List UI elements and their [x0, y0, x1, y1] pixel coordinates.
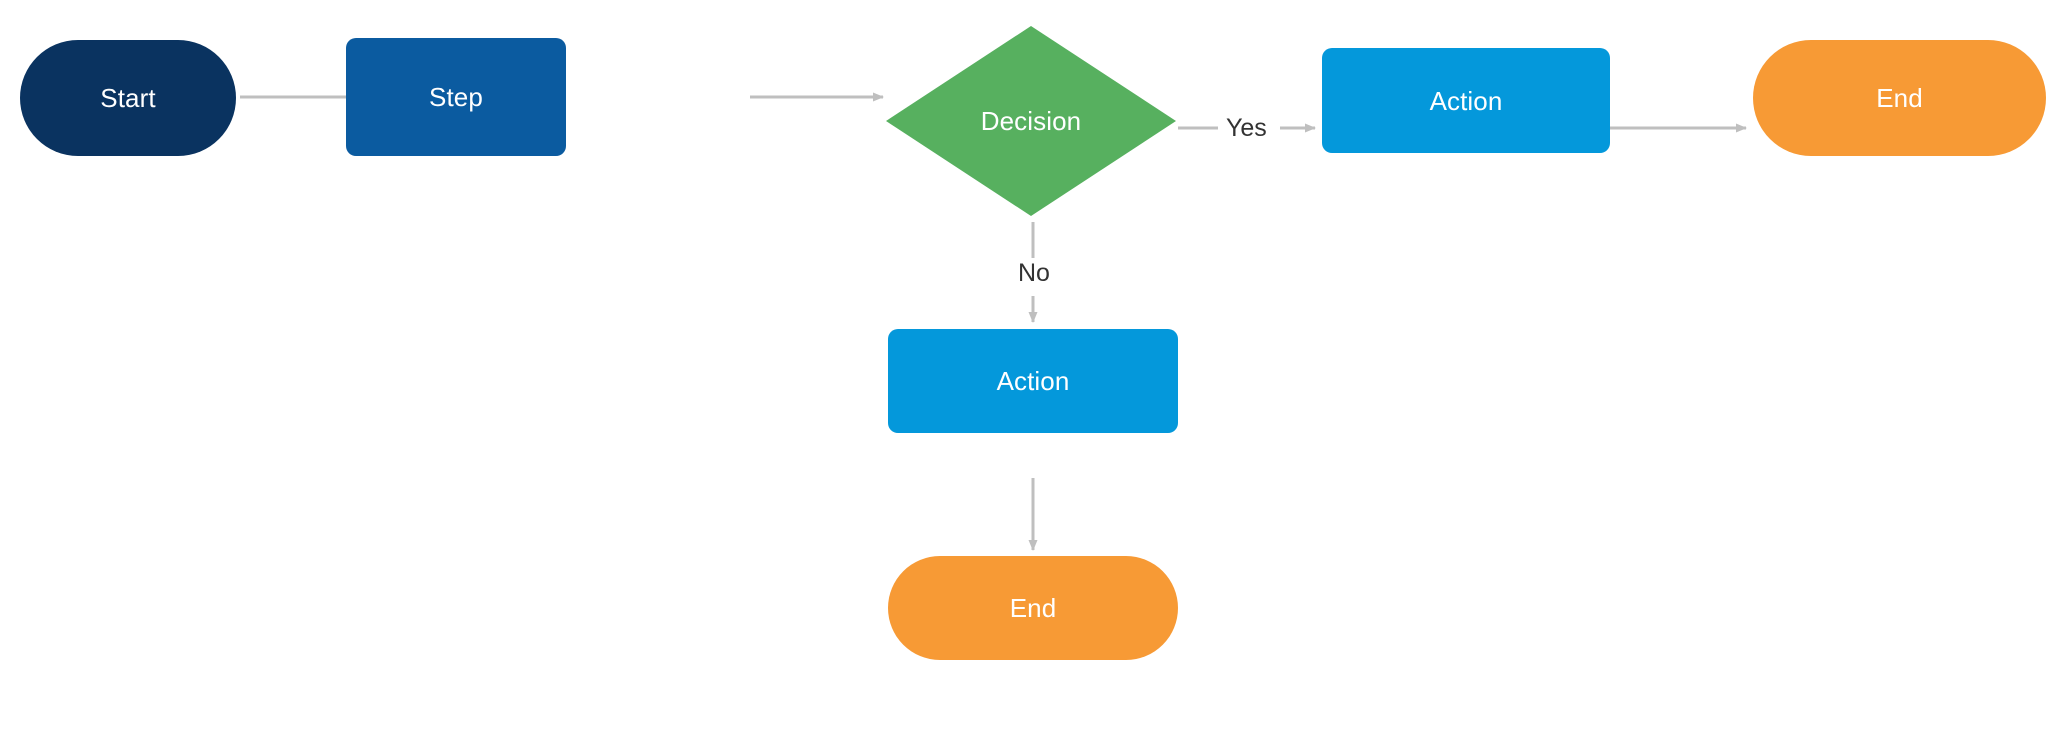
edge-label-no: No [1011, 258, 1057, 289]
node-end-no[interactable]: End [888, 556, 1178, 660]
node-decision-label: Decision [980, 106, 1082, 136]
node-start-label: Start [100, 83, 156, 113]
node-start[interactable]: Start [20, 40, 236, 156]
node-end-yes[interactable]: End [1753, 40, 2046, 156]
node-action-no[interactable]: Action [888, 329, 1178, 433]
decision-diamond-shape [886, 26, 1176, 216]
node-step-label: Step [429, 82, 483, 112]
node-action-yes[interactable]: Action [1322, 48, 1610, 153]
node-action-yes-label: Action [1429, 85, 1503, 116]
node-step[interactable]: Step [346, 38, 566, 156]
node-action-no-label: Action [996, 366, 1070, 396]
node-end-no-label: End [1009, 593, 1057, 623]
edge-label-yes: Yes [1219, 113, 1274, 144]
node-decision[interactable]: Decision [884, 24, 1178, 218]
node-end-yes-label: End [1876, 83, 1923, 113]
